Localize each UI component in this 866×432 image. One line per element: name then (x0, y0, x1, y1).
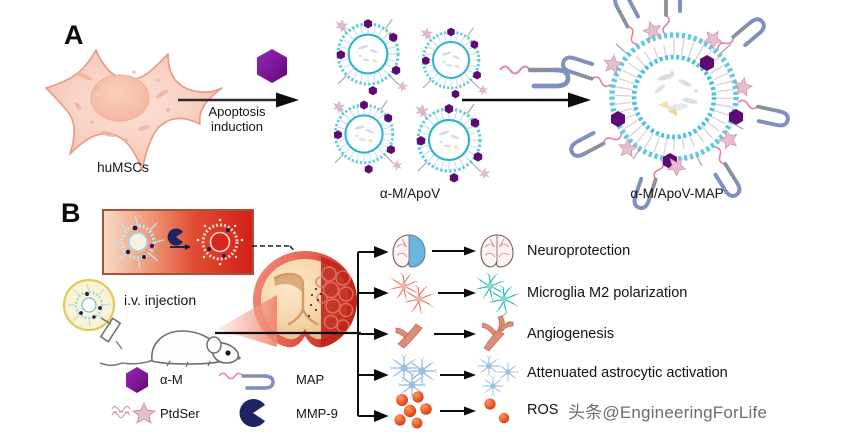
apoptosis-arrow (178, 92, 300, 108)
legend-icon-map (218, 368, 288, 394)
apov-label: α-M/ApoV (379, 186, 441, 201)
outcome-row-neuroprotection (390, 233, 518, 271)
iv-injection-label: i.v. injection (124, 292, 197, 308)
apov-map-large-vesicle (558, 0, 792, 213)
brain-cross-section (245, 248, 365, 356)
mmp9-cleavage-inset (102, 209, 254, 275)
apoptosis-label: Apoptosis induction (186, 104, 288, 135)
humsc-cell-illustration (34, 36, 224, 176)
panel-letter-a: A (64, 20, 84, 50)
apov-map-label: α-M/ApoV-MAP (630, 186, 724, 201)
legend-label-mmp9: MMP-9 (296, 406, 338, 421)
legend-icon-mmp9 (238, 398, 268, 428)
legend-label-map: MAP (296, 372, 325, 387)
outcome-row-ros (390, 391, 518, 432)
outcomes-bracket (355, 246, 393, 422)
legend-icon-ptdser (110, 400, 162, 426)
legend-label-alpha-m: α-M (160, 372, 183, 387)
map-peptide-icon (498, 56, 588, 90)
mouse-injection-illustration (70, 315, 250, 387)
outcome-label-astrocyte: Attenuated astrocytic activation (527, 365, 728, 381)
alpha-m-hexagon-icon (255, 48, 289, 84)
map-decoration-arrow (462, 92, 592, 108)
apoptosis-label-line1: Apoptosis (208, 104, 266, 119)
outcome-label-angiogenesis: Angiogenesis (527, 326, 615, 342)
panel-letter-b: B (61, 198, 81, 228)
outcome-label-microglia: Microglia M2 polarization (527, 285, 688, 301)
humsc-label: huMSCs (97, 160, 149, 175)
legend-icon-alpha-m (124, 366, 150, 394)
outcome-row-microglia (389, 272, 520, 315)
outcome-label-neuroprotection: Neuroprotection (527, 243, 631, 259)
brain-to-outcomes-arrow (215, 330, 361, 336)
legend-label-ptdser: PtdSer (160, 406, 200, 421)
apoptosis-label-line2: induction (210, 119, 264, 135)
outcome-label-ros: ROS (527, 402, 559, 418)
outcome-row-astrocyte (389, 353, 519, 399)
watermark-text: 头条@EngineeringForLife (568, 403, 768, 422)
outcome-row-angiogenesis (390, 312, 518, 353)
